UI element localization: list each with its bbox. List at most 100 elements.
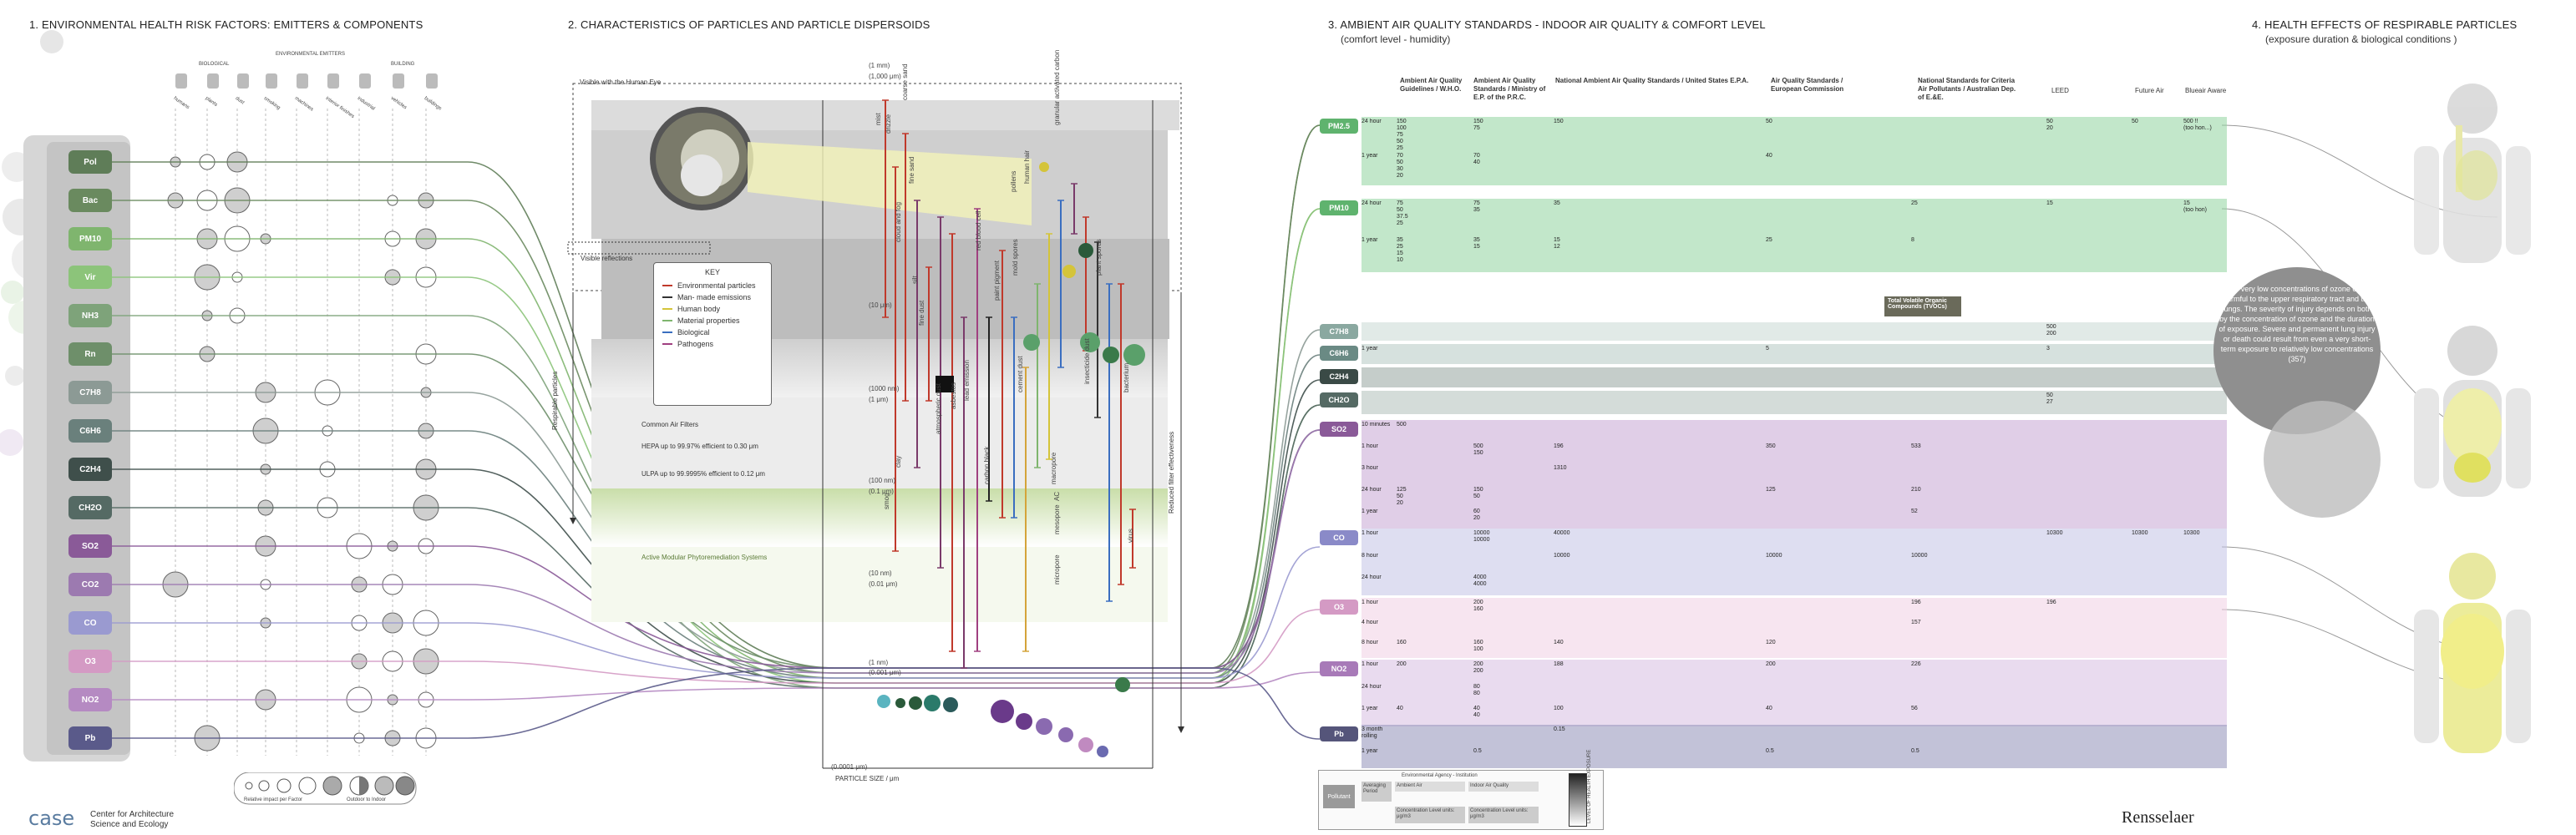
table-cell bbox=[2183, 684, 2227, 704]
table-cell: 10000 bbox=[1554, 552, 1570, 559]
table-cell: 160 100 bbox=[1473, 640, 1483, 652]
table-cell: 100 bbox=[1554, 706, 1564, 712]
table-cell bbox=[2046, 574, 2088, 595]
table-cell bbox=[1766, 574, 1908, 595]
table-cell bbox=[1362, 392, 1395, 413]
table-cell bbox=[2046, 153, 2088, 185]
table-cell bbox=[1397, 346, 1470, 363]
table-cell bbox=[2046, 661, 2088, 681]
factor-co2: CO2 bbox=[68, 573, 112, 596]
table-cell bbox=[1397, 369, 1470, 387]
section-3-title: 3. AMBIENT AIR QUALITY STANDARDS - INDOO… bbox=[1328, 18, 1766, 31]
particle-dot bbox=[1080, 332, 1100, 352]
table-cell: 4 hour bbox=[1362, 620, 1378, 625]
particle-dot bbox=[909, 696, 922, 710]
table-cell: 10 minutes bbox=[1362, 422, 1391, 428]
indoor-column-header: LEED bbox=[2051, 87, 2069, 94]
pollutant-badge-1: PM10 bbox=[1320, 200, 1358, 215]
particle-label: cement dust bbox=[1017, 356, 1024, 392]
table-cell: 75 35 bbox=[1473, 200, 1480, 213]
table-cell bbox=[1766, 324, 1908, 340]
table-cell bbox=[1554, 574, 1762, 595]
table-cell: 10000 bbox=[1766, 552, 1782, 559]
emitter-1-icon bbox=[207, 73, 219, 89]
particle-label: coarse sand bbox=[901, 63, 909, 100]
table-cell: 125 bbox=[1766, 487, 1776, 493]
table-cell: 10300 bbox=[2132, 530, 2148, 536]
particle-dot bbox=[1078, 243, 1093, 258]
particle-dot bbox=[1115, 677, 1130, 692]
human-figures bbox=[2414, 84, 2531, 753]
table-cell bbox=[1766, 422, 1908, 441]
quote-bubbles bbox=[2213, 267, 2381, 518]
table-cell: 0.5 bbox=[1766, 748, 1774, 754]
emitter-6-icon bbox=[359, 73, 371, 89]
table-cell bbox=[1554, 509, 1762, 528]
particle-dot bbox=[1016, 713, 1032, 730]
pollutant-band bbox=[1362, 344, 2227, 364]
particle-label: fine dust bbox=[918, 300, 925, 326]
column-header: Ambient Air Quality Guidelines / W.H.O. bbox=[1400, 77, 1463, 93]
table-cell bbox=[1473, 346, 1550, 363]
table-cell bbox=[1911, 153, 2011, 185]
particle-label: silt bbox=[911, 276, 919, 284]
table-cell: 10300 bbox=[2183, 530, 2200, 536]
table-cell: 50 bbox=[2132, 119, 2138, 124]
table-cell bbox=[2046, 487, 2088, 506]
particle-dot bbox=[924, 695, 941, 711]
particle-label: cloud and fog bbox=[895, 201, 902, 242]
particle-dot bbox=[877, 695, 890, 708]
table-cell: 500 !! (too hon...) bbox=[2183, 119, 2212, 131]
table-cell bbox=[2046, 237, 2088, 271]
table-cell bbox=[2132, 706, 2182, 726]
column-header: Ambient Air Quality Standards / Ministry… bbox=[1473, 77, 1546, 101]
factor-c2h4: C2H4 bbox=[68, 458, 112, 481]
legend-agency: Environmental Agency - Institution bbox=[1402, 773, 1478, 778]
table-cell bbox=[1766, 620, 1908, 637]
column-header: National Standards for Criteria Air Poll… bbox=[1918, 77, 2016, 101]
table-cell: 40 bbox=[1766, 153, 1772, 159]
table-cell bbox=[2132, 392, 2182, 413]
table-cell bbox=[2132, 726, 2182, 746]
outdoor-indoor-label: Outdoor to Indoor bbox=[347, 797, 387, 802]
particle-label: fine sand bbox=[908, 156, 915, 184]
table-cell bbox=[2132, 661, 2182, 681]
table-cell: 52 bbox=[1911, 509, 1918, 514]
key-swatch bbox=[662, 285, 672, 286]
table-cell bbox=[2183, 600, 2227, 617]
table-cell bbox=[1766, 465, 1908, 484]
table-cell bbox=[1473, 553, 1550, 573]
table-cell bbox=[1911, 530, 2011, 550]
particle-dot bbox=[1097, 746, 1108, 757]
indoor-column-header: Future Air bbox=[2135, 87, 2164, 94]
emitter-icons bbox=[171, 70, 439, 92]
key-item: Man- made emissions bbox=[662, 293, 763, 301]
table-cell: 25 bbox=[1766, 237, 1772, 243]
table-cell bbox=[1397, 748, 1470, 767]
table-cell: 120 bbox=[1766, 640, 1776, 645]
table-cell bbox=[2046, 640, 2088, 657]
table-cell bbox=[1766, 369, 1908, 387]
scale-label: (0.0001 μm) bbox=[831, 763, 868, 771]
key-label: Pathogens bbox=[677, 340, 714, 348]
section-1-title: 1. ENVIRONMENTAL HEALTH RISK FACTORS: EM… bbox=[29, 18, 423, 31]
pollutant-band bbox=[1362, 598, 2227, 658]
table-cell: 35 bbox=[1554, 200, 1560, 206]
pollutant-band bbox=[1362, 367, 2227, 387]
particle-label: drizzle bbox=[885, 114, 892, 134]
table-cell bbox=[2132, 487, 2182, 506]
table-cell bbox=[1473, 392, 1550, 413]
pollutant-band bbox=[1362, 660, 2227, 726]
particle-axis-label: PARTICLE SIZE / μm bbox=[835, 775, 900, 782]
table-cell bbox=[1911, 574, 2011, 595]
scale-label: (10 nm) bbox=[869, 569, 892, 577]
table-cell bbox=[1362, 369, 1395, 387]
table-cell bbox=[2046, 620, 2088, 637]
table-cell bbox=[1397, 509, 1470, 528]
table-cell: 24 hour bbox=[1362, 574, 1382, 581]
pollutant-band bbox=[1362, 322, 2227, 341]
legend-ambient: Ambient Air bbox=[1395, 782, 1465, 792]
table-cell bbox=[2132, 369, 2182, 387]
table-cell: 3 month rolling bbox=[1362, 726, 1383, 739]
